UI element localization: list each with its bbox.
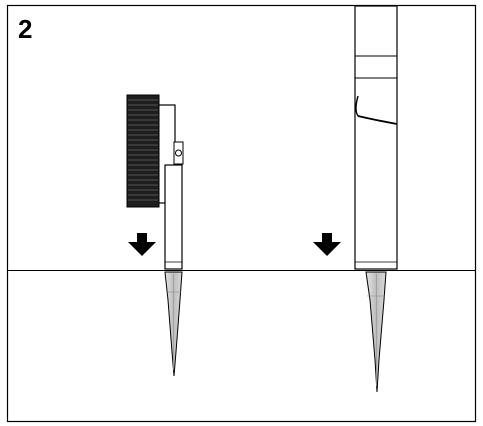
arrow-down-icon [313,233,341,256]
bollard-body [354,5,398,270]
bollard-ground-stake [365,271,387,393]
diagram-border [6,4,477,423]
arrow-down-icon [128,233,156,256]
panel-pole [164,164,183,270]
solar-panel [126,94,160,208]
solar-panel-light [126,94,184,377]
bollard-light [354,5,398,393]
step-number: 2 [18,14,33,44]
